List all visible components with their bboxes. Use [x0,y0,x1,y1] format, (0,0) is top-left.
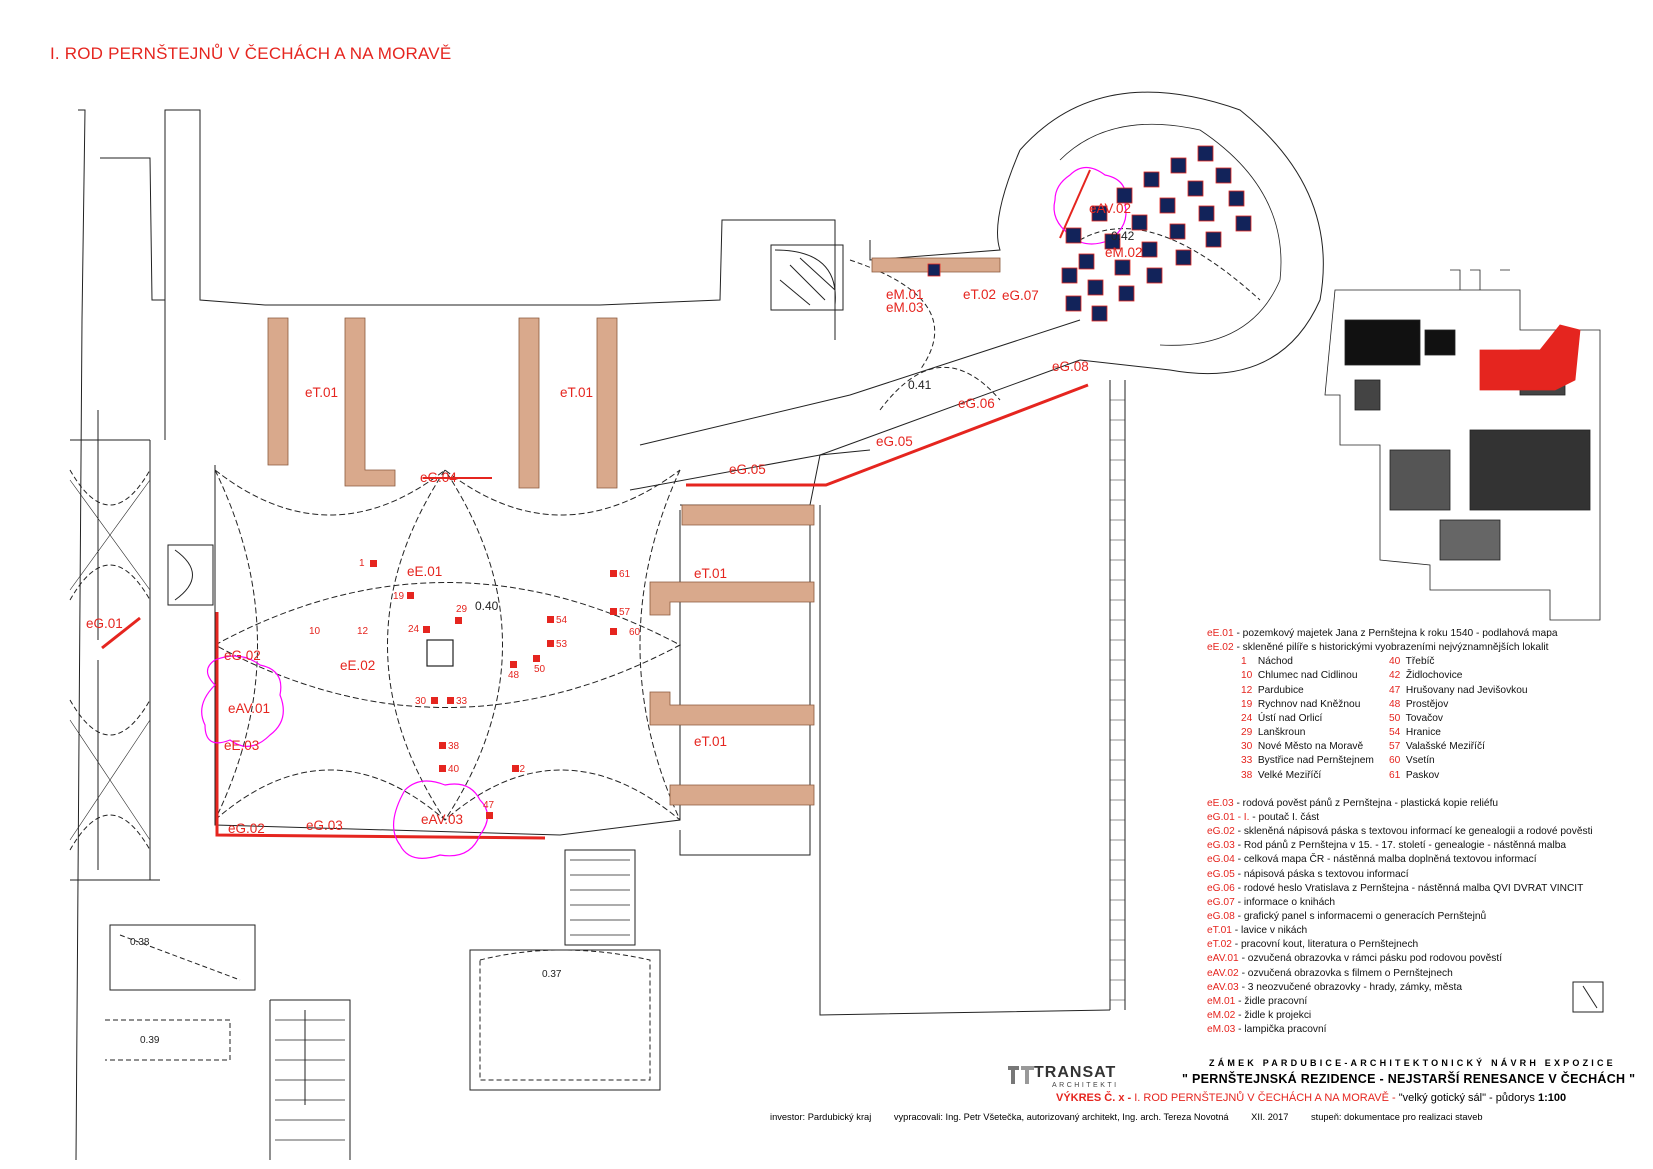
legend-row: eT.01 - lavice v nikách [1207,925,1308,937]
map-marker: 53 [556,639,568,650]
legend-code: eE.02 [1207,642,1234,654]
legend-row: eG.06 - rodové heslo Vratislava z Pernšt… [1207,882,1584,894]
legend-row: eAV.02 - ozvučená obrazovka s filmem o P… [1207,967,1453,979]
key-plan [1324,269,1601,621]
legend-row: eM.03 - lampička pracovní [1207,1024,1327,1036]
tag-eAV01: eAV.01 [228,701,270,716]
map-marker: 12 [357,626,369,637]
tag-eM02: eM.02 [1105,245,1143,260]
map-marker: 50 [534,664,546,675]
tag-eG03: eG.03 [306,818,343,833]
tag-eE01: eE.01 [407,564,442,579]
level-main-hall: 0.40 [475,599,499,613]
legend: eE.01 - pozemkový majetek Jana z Pernšte… [1207,627,1647,1037]
map-marker: 42 [514,764,526,775]
location-item: 60 Vsetín [1389,755,1435,767]
tag-eG08: eG.08 [1052,359,1089,374]
legend-row: eE.02 - skleněné pilíře s historickými v… [1207,641,1647,655]
location-item: 29 Lanškroun [1241,727,1306,739]
legend-row: eG.07 - informace o knihách [1207,896,1335,908]
legend-row: eG.04 - celková mapa ČR - nástěnná malba… [1207,854,1537,866]
map-marker: 29 [456,604,468,615]
location-item: 33 Bystřice nad Pernštejnem [1241,755,1374,767]
legend-row: eE.03 - rodová pověst pánů z Pernštejna … [1207,797,1499,809]
legend-row: eM.02 - židle k projekci [1207,1010,1312,1022]
tag-eG06: eG.06 [958,396,995,411]
legend-text: - skleněné pilíře s historickými vyobraz… [1233,642,1549,654]
map-marker: 1 [359,558,365,569]
tag-eG02-top: eG.02 [224,648,261,663]
location-item: 24 Ústí nad Orlicí [1241,712,1323,724]
tag-eT01-right-bottom: eT.01 [694,734,727,749]
map-marker: 61 [619,569,631,580]
tag-eE03: eE.03 [224,738,259,753]
location-item: 40 Třebíč [1389,656,1435,668]
location-item: 54 Hranice [1389,727,1441,739]
location-item: 42 Židlochovice [1389,670,1463,682]
tag-eG05b: eG.05 [876,434,913,449]
tag-eG02-bottom: eG.02 [228,821,265,836]
location-item: 38 Velké Meziříčí [1241,769,1322,781]
map-marker: 19 [393,591,405,602]
map-marker: 40 [448,764,460,775]
level-round-room: 0.42 [1111,229,1135,243]
map-marker: 33 [456,696,468,707]
legend-row: eE.01 - pozemkový majetek Jana z Pernšte… [1207,627,1647,641]
map-marker: 47 [483,800,495,811]
tag-eT01-mid: eT.01 [560,385,593,400]
legend-row: eG.03 - Rod pánů z Pernštejna v 15. - 17… [1207,840,1567,852]
tag-eM01: eM.01 [886,287,924,302]
location-list: 1 Náchod 40 Třebíč 10 Chlumec nad Cidlin… [1207,655,1647,782]
tag-eG07: eG.07 [1002,288,1039,303]
legend-code: eE.01 [1207,628,1234,639]
map-marker: 30 [415,696,427,707]
legend-row: eG.08 - grafický panel s informacemi o g… [1207,910,1487,922]
map-marker: 60 [629,627,641,638]
location-item: 10 Chlumec nad Cidlinou [1241,670,1358,682]
legend-row: eG.05 - nápisová páska s textovou inform… [1207,868,1409,880]
location-item: 57 Valašské Meziříčí [1389,741,1485,753]
tag-eT02: eT.02 [963,287,996,302]
map-marker: 54 [556,615,568,626]
map-marker: 38 [448,741,460,752]
tag-eM03: eM.03 [886,300,924,315]
legend-row: eG.01 - I. - poutač I. část [1207,811,1320,823]
map-marker: 48 [508,670,520,681]
location-item: 30 Nové Město na Moravě [1241,741,1364,753]
location-item: 19 Rychnov nad Kněžnou [1241,698,1361,710]
legend-row: eM.01 - židle pracovní [1207,995,1308,1007]
tag-eT01-left: eT.01 [305,385,338,400]
level-corridor: 0.41 [908,378,932,392]
tag-eG05: eG.05 [729,462,766,477]
sheet-title: I. ROD PERNŠTEJNŮ V ČECHÁCH A NA MORAVĚ [50,44,452,63]
map-marker: 10 [309,626,321,637]
tag-eG01: eG.01 [86,616,123,631]
map-marker: 57 [619,607,631,618]
location-item: 61 Paskov [1389,769,1440,781]
tag-eG04: eG.04 [420,470,457,485]
tag-eAV03: eAV.03 [421,812,463,827]
level-room-39: 0.39 [140,1035,160,1046]
legend-row: eAV.03 - 3 neozvučené obrazovky - hrady,… [1207,981,1463,993]
tag-eT01-right-top: eT.01 [694,566,727,581]
location-item: 12 Pardubice [1241,684,1304,696]
tag-eE02: eE.02 [340,658,375,673]
location-item: 47 Hrušovany nad Jevišovkou [1389,684,1528,696]
location-item: 1 Náchod [1241,656,1293,668]
level-room-38: 0.38 [130,937,150,948]
legend-text: - pozemkový majetek Jana z Pernštejna k … [1233,628,1558,639]
location-item: 50 Tovačov [1389,712,1444,724]
transat-logo-icon [1008,1066,1034,1084]
legend-row: eG.02 - skleněná nápisová páska s textov… [1207,826,1593,838]
legend-row: eAV.01 - ozvučená obrazovka v rámci pásk… [1207,953,1503,965]
map-marker: 24 [408,624,420,635]
level-room-37: 0.37 [542,969,562,980]
location-item: 48 Prostějov [1389,698,1449,710]
tag-eAV02: eAV.02 [1089,201,1131,216]
legend-row: eT.02 - pracovní kout, literatura o Pern… [1207,939,1419,951]
